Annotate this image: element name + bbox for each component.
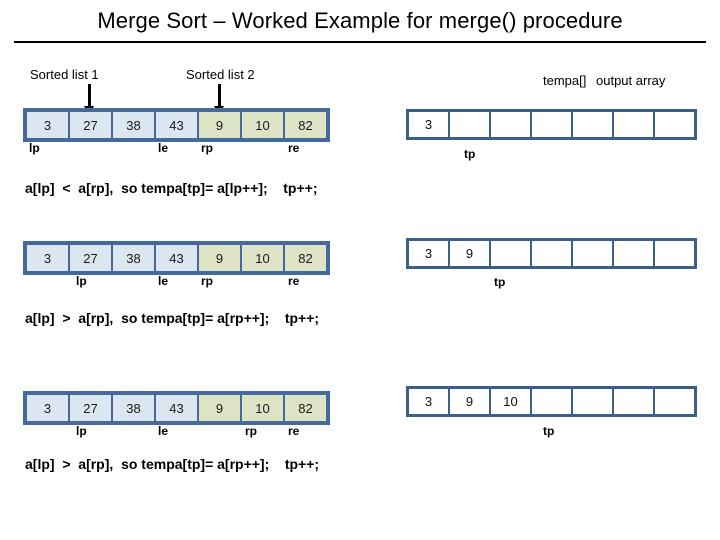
pointer-lp-step-1: lp bbox=[29, 141, 40, 155]
caption-output-array: output array bbox=[596, 73, 666, 88]
output-cell: 3 bbox=[408, 111, 449, 138]
output-cell: 3 bbox=[408, 388, 449, 415]
source-cell: 27 bbox=[69, 244, 112, 272]
source-cell: 38 bbox=[112, 394, 155, 422]
pointer-rp-step-3: rp bbox=[245, 424, 257, 438]
output-array-step-2: 3 9 bbox=[406, 238, 697, 269]
output-cell bbox=[490, 240, 531, 267]
output-cell bbox=[613, 240, 654, 267]
pointer-tp-step-2: tp bbox=[494, 275, 506, 289]
source-cell: 38 bbox=[112, 111, 155, 139]
statement-step-3: a[lp] > a[rp], so tempa[tp]= a[rp++]; tp… bbox=[25, 456, 320, 472]
pointer-re-step-2: re bbox=[288, 274, 300, 288]
source-cell: 10 bbox=[241, 111, 284, 139]
pointer-le-step-3: le bbox=[158, 424, 169, 438]
output-cell: 10 bbox=[490, 388, 531, 415]
pointer-rp-step-2: rp bbox=[201, 274, 213, 288]
source-cell: 43 bbox=[155, 244, 198, 272]
source-cell: 3 bbox=[26, 394, 69, 422]
source-cell: 9 bbox=[198, 394, 241, 422]
source-cell: 9 bbox=[198, 244, 241, 272]
statement-step-1: a[lp] < a[rp], so tempa[tp]= a[lp++]; tp… bbox=[25, 180, 318, 196]
source-cell: 38 bbox=[112, 244, 155, 272]
output-cell bbox=[654, 388, 695, 415]
source-cell: 27 bbox=[69, 394, 112, 422]
output-cell bbox=[572, 388, 613, 415]
output-cell bbox=[531, 388, 572, 415]
output-cell bbox=[490, 111, 531, 138]
statement-step-2: a[lp] > a[rp], so tempa[tp]= a[rp++]; tp… bbox=[25, 310, 320, 326]
page-title: Merge Sort – Worked Example for merge() … bbox=[97, 8, 623, 33]
caption-sorted-list-1: Sorted list 1 bbox=[30, 67, 99, 82]
title-divider bbox=[14, 41, 706, 43]
source-cell: 3 bbox=[26, 111, 69, 139]
pointer-le-step-1: le bbox=[158, 141, 169, 155]
output-array-step-3: 3 9 10 bbox=[406, 386, 697, 417]
output-cell: 3 bbox=[408, 240, 449, 267]
pointer-le-step-2: le bbox=[158, 274, 169, 288]
source-cell: 10 bbox=[241, 394, 284, 422]
source-cell: 43 bbox=[155, 111, 198, 139]
source-cell: 3 bbox=[26, 244, 69, 272]
caption-tempa-label: tempa[] bbox=[543, 73, 587, 88]
source-cell: 10 bbox=[241, 244, 284, 272]
output-cell: 9 bbox=[449, 388, 490, 415]
output-cell bbox=[572, 240, 613, 267]
pointer-tp-step-3: tp bbox=[543, 424, 555, 438]
output-cell bbox=[572, 111, 613, 138]
source-array-step-3: 3 27 38 43 9 10 82 bbox=[23, 391, 330, 425]
caption-sorted-list-2: Sorted list 2 bbox=[186, 67, 255, 82]
pointer-lp-step-2: lp bbox=[76, 274, 87, 288]
output-cell bbox=[531, 111, 572, 138]
source-array-step-2: 3 27 38 43 9 10 82 bbox=[23, 241, 330, 275]
pointer-re-step-3: re bbox=[288, 424, 300, 438]
source-cell: 82 bbox=[284, 394, 327, 422]
output-cell bbox=[654, 240, 695, 267]
source-cell: 43 bbox=[155, 394, 198, 422]
output-cell bbox=[654, 111, 695, 138]
source-cell: 82 bbox=[284, 244, 327, 272]
output-array-step-1: 3 bbox=[406, 109, 697, 140]
source-cell: 82 bbox=[284, 111, 327, 139]
source-array-step-1: 3 27 38 43 9 10 82 bbox=[23, 108, 330, 142]
source-cell: 27 bbox=[69, 111, 112, 139]
source-cell: 9 bbox=[198, 111, 241, 139]
output-cell bbox=[613, 111, 654, 138]
output-cell bbox=[531, 240, 572, 267]
pointer-lp-step-3: lp bbox=[76, 424, 87, 438]
pointer-rp-step-1: rp bbox=[201, 141, 213, 155]
output-cell: 9 bbox=[449, 240, 490, 267]
output-cell bbox=[613, 388, 654, 415]
pointer-tp-step-1: tp bbox=[464, 147, 476, 161]
output-cell bbox=[449, 111, 490, 138]
pointer-re-step-1: re bbox=[288, 141, 300, 155]
